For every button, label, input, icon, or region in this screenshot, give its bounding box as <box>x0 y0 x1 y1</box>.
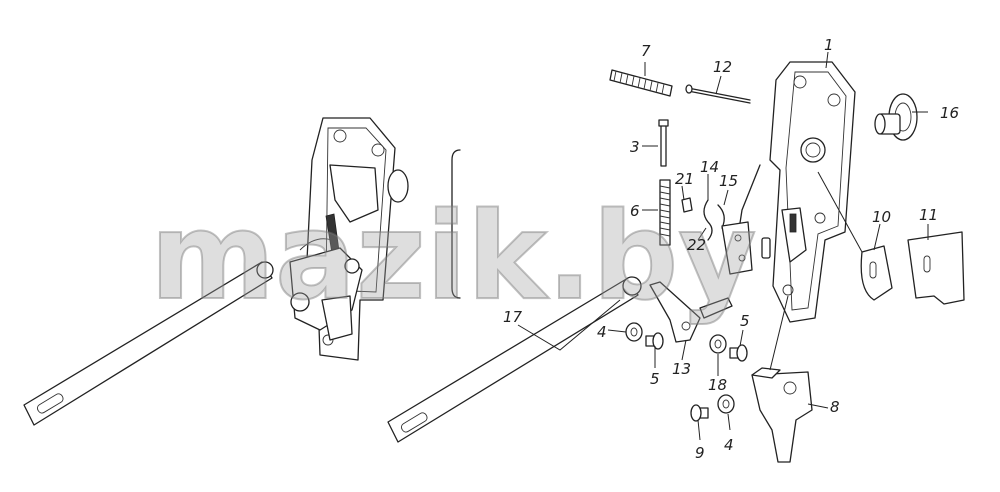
label-18: 18 <box>708 376 727 394</box>
part-10-cam <box>860 245 893 301</box>
part-13-bracket <box>649 281 733 343</box>
part-5-bolt-2 <box>729 344 748 362</box>
assembled-lock <box>23 117 461 426</box>
part-4-washer-2 <box>717 394 735 414</box>
label-5a: 5 <box>650 370 660 388</box>
label-22: 22 <box>687 236 706 254</box>
label-8: 8 <box>830 398 840 416</box>
label-9: 9 <box>695 444 705 462</box>
label-21: 21 <box>675 170 694 188</box>
part-21-clip <box>681 197 693 213</box>
part-labels: 1 3 4 4 5 5 6 7 8 9 10 11 12 13 14 15 16… <box>503 36 959 462</box>
part-8-latch <box>751 367 813 463</box>
part-6-spring <box>659 179 671 246</box>
part-1-plate <box>733 61 856 323</box>
label-13: 13 <box>672 360 691 378</box>
label-12: 12 <box>713 58 732 76</box>
assembled-rod <box>23 261 274 426</box>
watermark: mazik.by <box>150 188 757 327</box>
label-16: 16 <box>940 104 959 122</box>
label-3: 3 <box>630 138 640 156</box>
label-6: 6 <box>630 202 640 220</box>
part-15-lever <box>721 221 753 275</box>
label-7: 7 <box>641 42 651 60</box>
part-18-washer <box>709 334 727 354</box>
part-9-bolt <box>690 404 709 422</box>
part-5-bolt <box>645 332 664 350</box>
part-14-wire-spring <box>703 199 713 241</box>
label-4b: 4 <box>724 436 734 454</box>
part-11-plate <box>907 231 965 305</box>
part-16-knob <box>874 93 918 141</box>
part-12-pin <box>685 84 751 104</box>
part-17-rod <box>387 276 642 443</box>
part-7-spring <box>609 69 673 97</box>
label-10: 10 <box>872 208 891 226</box>
label-15: 15 <box>719 172 738 190</box>
label-5b: 5 <box>740 312 750 330</box>
leader-lines <box>517 51 929 441</box>
label-11: 11 <box>919 206 938 224</box>
label-17: 17 <box>503 308 523 326</box>
label-1: 1 <box>824 36 834 54</box>
label-14: 14 <box>700 158 719 176</box>
part-3-pin <box>658 119 669 167</box>
assembly-bracket <box>451 149 461 299</box>
label-4a: 4 <box>597 323 607 341</box>
assembled-plate <box>289 117 409 361</box>
